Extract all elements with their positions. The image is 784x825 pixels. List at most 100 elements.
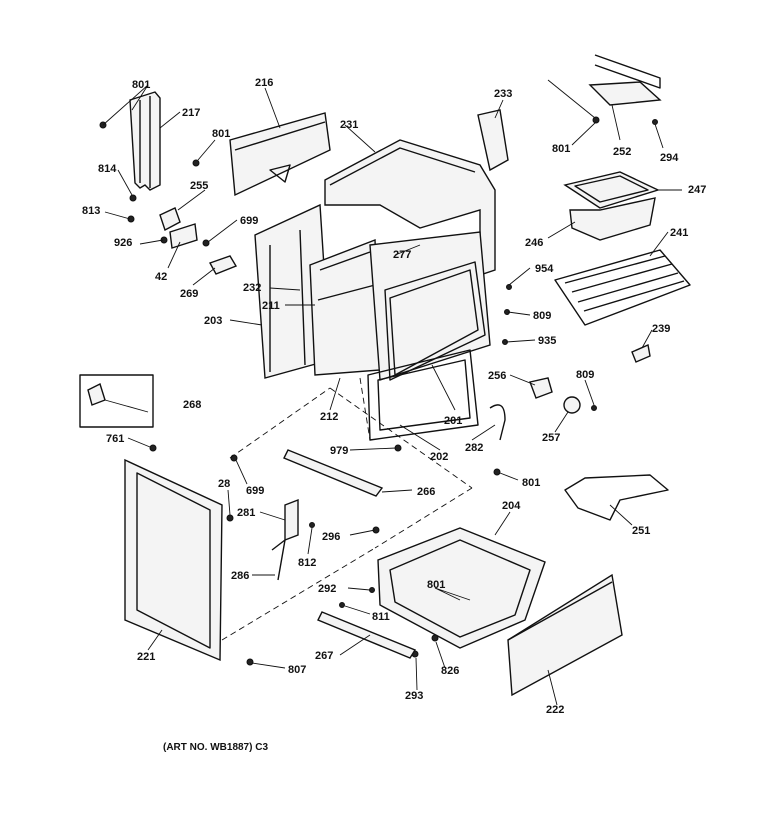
part-label: 801 (552, 143, 570, 155)
part-label: 255 (190, 180, 208, 192)
oven-liner-part (309, 238, 381, 376)
broiler-pan-part (563, 171, 660, 241)
part-label: 277 (393, 249, 411, 261)
part-label: 204 (502, 500, 521, 512)
part-label: 239 (652, 323, 670, 335)
part-label: 812 (298, 557, 316, 569)
part-label: 42 (155, 271, 167, 283)
part-label: 268 (183, 399, 201, 411)
art-number-note: (ART NO. WB1887) C3 (163, 742, 268, 753)
bake-element-part (564, 474, 669, 521)
screw-icon (192, 159, 200, 167)
clip-269-part (208, 255, 238, 275)
part-label: 221 (137, 651, 155, 663)
screw-icon (129, 194, 137, 202)
part-label: 233 (494, 88, 512, 100)
part-label: 813 (82, 205, 100, 217)
part-label: 247 (688, 184, 706, 196)
part-label: 954 (535, 263, 554, 275)
screw-icon (592, 116, 600, 124)
part-label: 935 (538, 335, 556, 347)
part-label: 251 (632, 525, 650, 537)
screw-icon (226, 514, 234, 522)
part-label: 761 (106, 433, 124, 445)
part-label: 256 (488, 370, 506, 382)
oven-door-inner-part (367, 349, 479, 441)
bracket-255-part (159, 207, 181, 232)
clip-239-part (631, 344, 651, 363)
terminal-block-part (87, 383, 106, 406)
part-label: 232 (243, 282, 261, 294)
part-label: 293 (405, 690, 423, 702)
part-label: 294 (660, 152, 679, 164)
part-label: 212 (320, 411, 338, 423)
screw-icon (202, 239, 210, 247)
screw-icon (493, 468, 501, 476)
part-label: 203 (204, 315, 222, 327)
oven-door-glass-part (124, 458, 223, 662)
part-label: 699 (240, 215, 258, 227)
screw-icon (309, 522, 315, 528)
part-label: 926 (114, 237, 132, 249)
part-label: 266 (417, 486, 435, 498)
part-label: 222 (546, 704, 564, 716)
light-bulb-part (563, 396, 581, 414)
screw-icon (149, 444, 157, 452)
rod-part (594, 54, 661, 89)
part-label: 257 (542, 432, 560, 444)
screw-icon (506, 284, 512, 290)
part-label: 979 (330, 445, 348, 457)
screw-icon (339, 602, 345, 608)
screw-icon (127, 215, 135, 223)
part-label: 217 (182, 107, 200, 119)
screw-icon (369, 587, 375, 593)
bottom-rail-part (283, 449, 384, 497)
part-label: 699 (246, 485, 264, 497)
hinge-part (489, 404, 506, 441)
part-label: 286 (231, 570, 249, 582)
part-label: 801 (212, 128, 230, 140)
bracket-233-part (477, 109, 509, 172)
vent-panel-part (229, 112, 331, 197)
part-label: 826 (441, 665, 459, 677)
hinge-arm-part (271, 539, 286, 581)
part-label: 201 (444, 415, 462, 427)
part-label: 216 (255, 77, 273, 89)
part-label: 241 (670, 227, 688, 239)
screw-icon (652, 119, 658, 125)
lamp-socket-part (529, 377, 553, 399)
part-label: 202 (430, 451, 448, 463)
part-label: 252 (613, 146, 631, 158)
drawer-slide-part (317, 611, 417, 659)
broiler-insert-part (588, 81, 662, 106)
part-label: 292 (318, 583, 336, 595)
oven-rack-part (554, 249, 691, 326)
part-label: 296 (322, 531, 340, 543)
part-label: 28 (218, 478, 230, 490)
door-hinge-part (284, 498, 299, 542)
part-label: 814 (98, 163, 117, 175)
part-label: 807 (288, 664, 306, 676)
part-label: 801 (427, 579, 445, 591)
part-label: 801 (522, 477, 540, 489)
part-label: 801 (132, 79, 150, 91)
drawer-front-panel-part (507, 573, 623, 697)
part-label: 269 (180, 288, 198, 300)
part-label: 267 (315, 650, 333, 662)
part-label: 809 (533, 310, 551, 322)
screw-icon (431, 634, 439, 642)
part-label: 809 (576, 369, 594, 381)
part-label: 231 (340, 119, 358, 131)
plate-42-part (169, 223, 198, 249)
part-label: 246 (525, 237, 543, 249)
screw-icon (591, 405, 597, 411)
screw-icon (246, 658, 254, 666)
part-label: 811 (372, 611, 390, 623)
front-frame-part (369, 231, 491, 381)
part-label: 281 (237, 507, 255, 519)
side-trim-bracket-part (129, 91, 161, 191)
terminal-block-box (79, 374, 154, 428)
storage-drawer-part (377, 527, 546, 649)
part-label: 211 (262, 300, 280, 312)
